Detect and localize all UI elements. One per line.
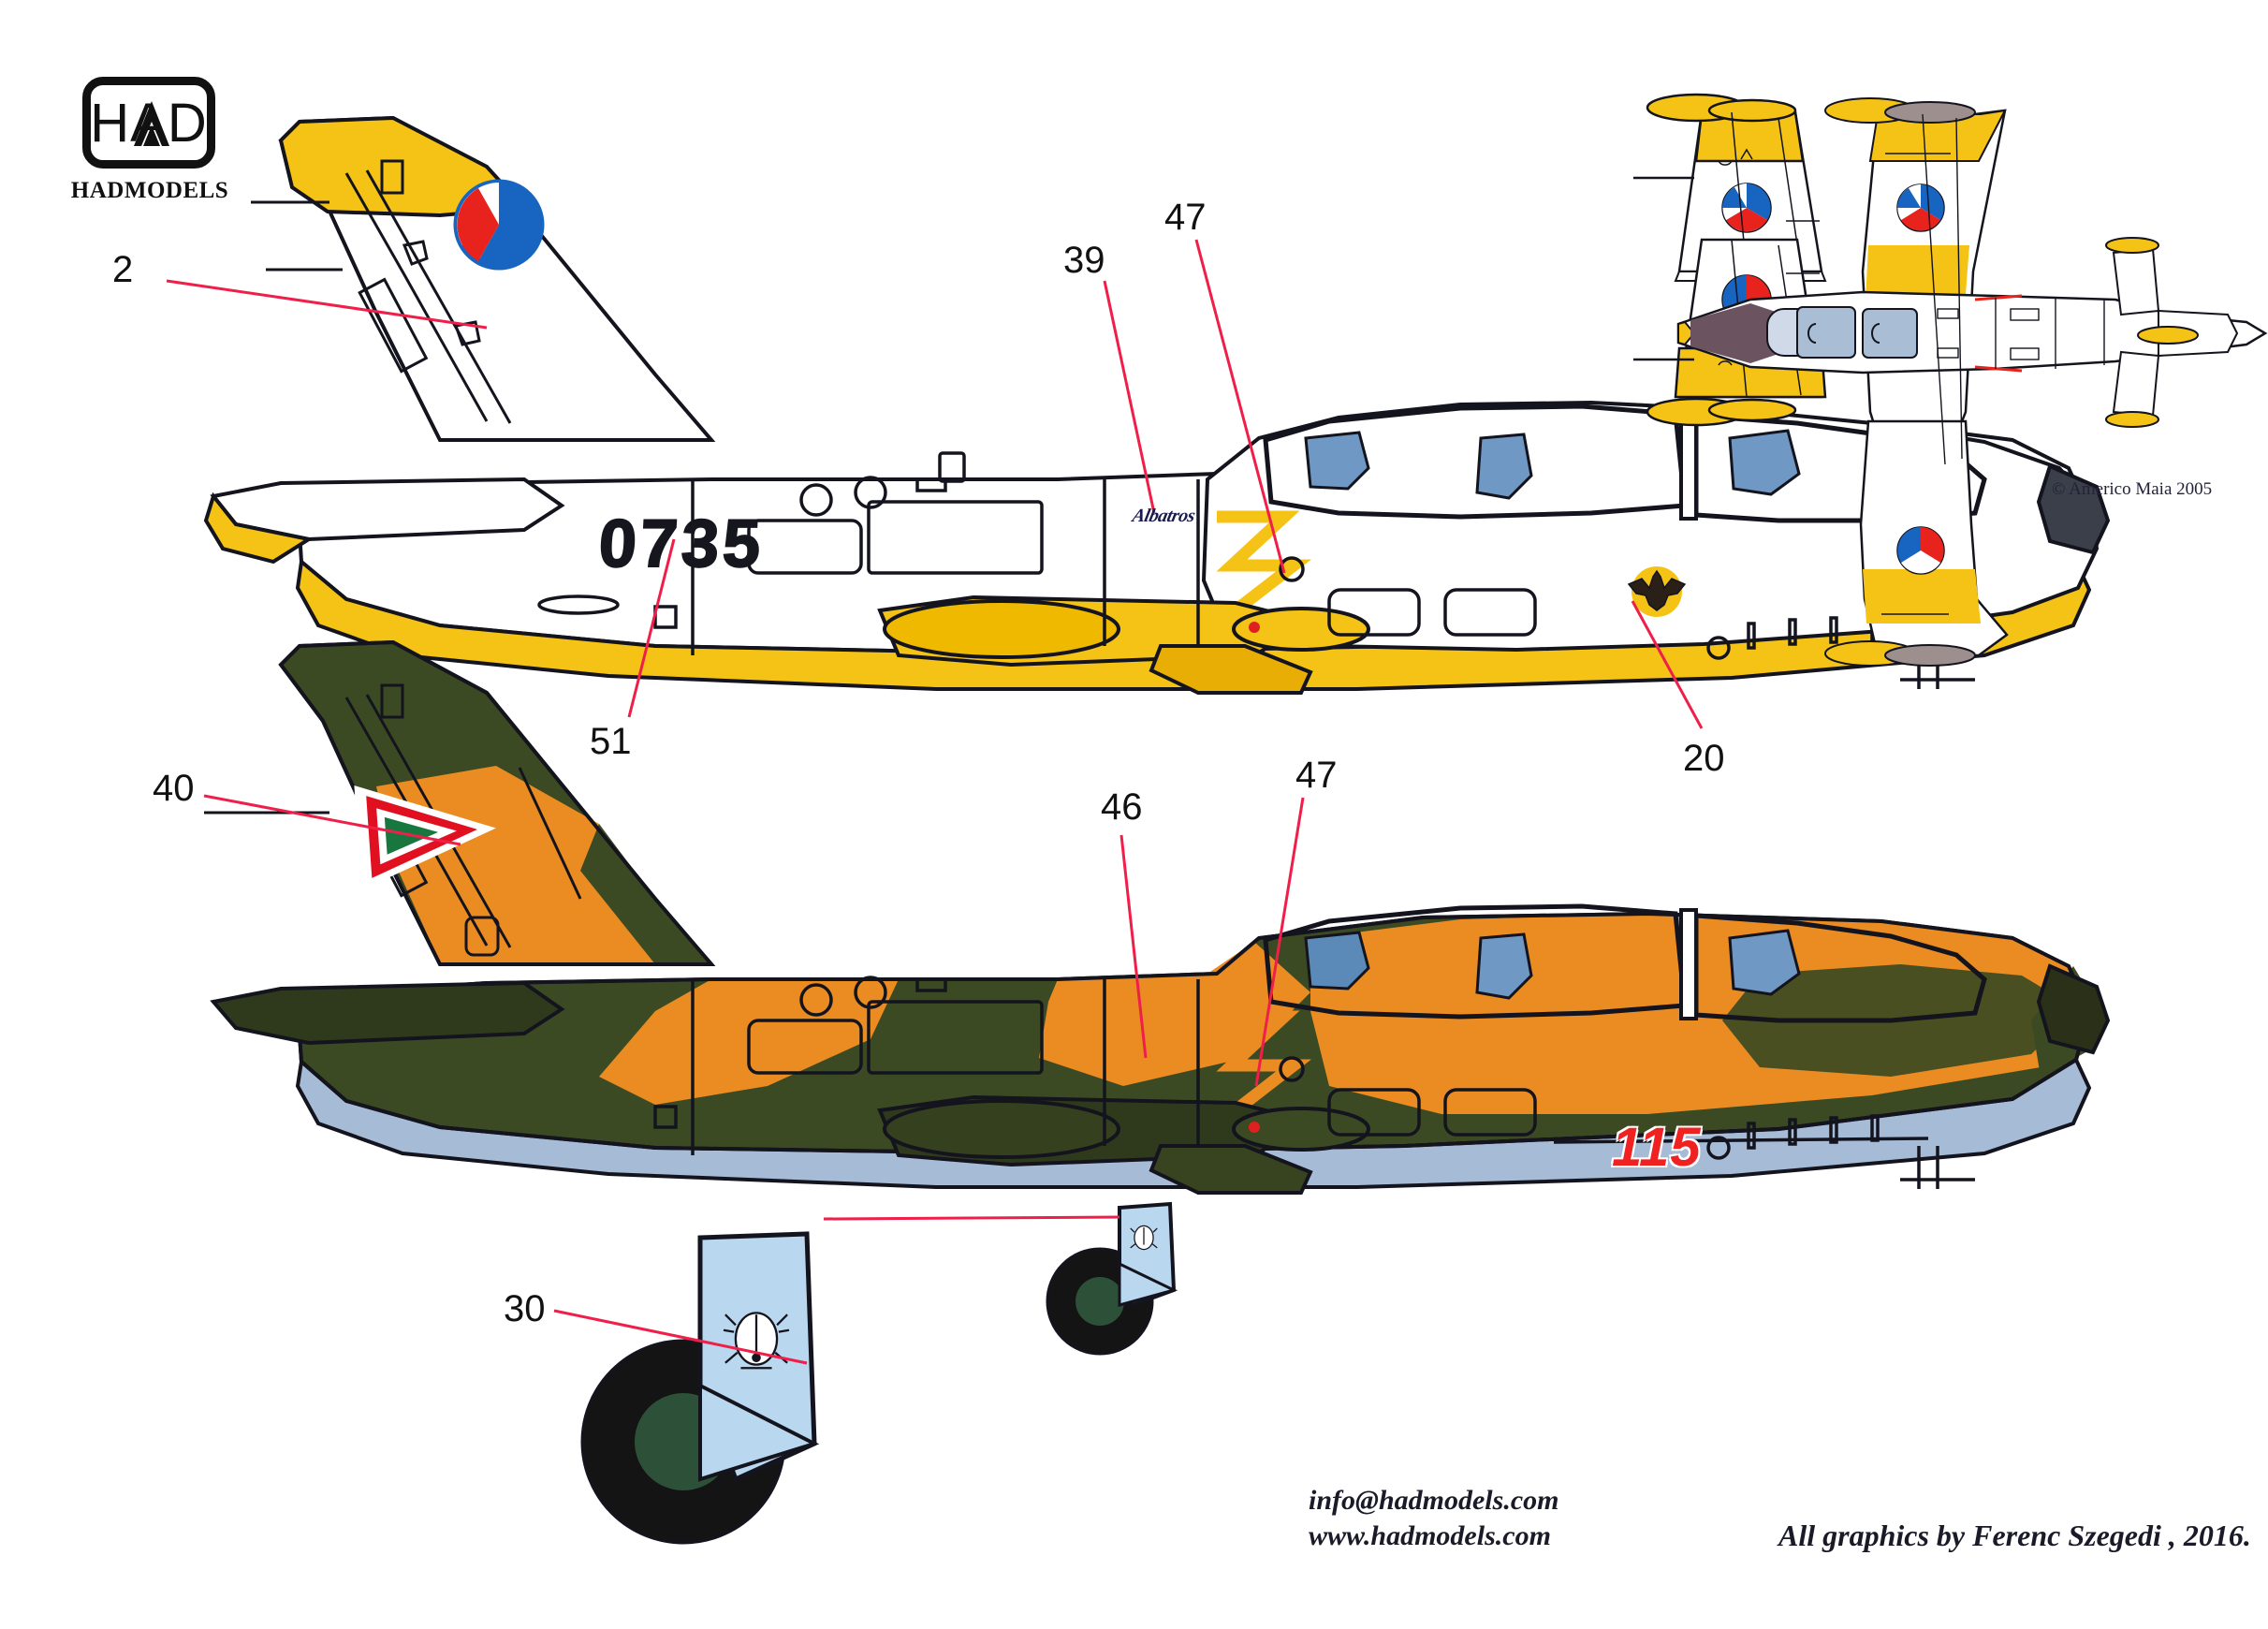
bottom-tail-camo-green-lower — [580, 824, 711, 964]
bottom-main-gear-inplace — [1046, 1201, 1178, 1356]
bottom-canopy-divider — [1679, 908, 1698, 1020]
callout-39: 39 — [1063, 240, 1105, 281]
czech-roundel-top-tail — [453, 179, 545, 271]
callout-40: 40 — [153, 768, 195, 809]
callout-46: 46 — [1101, 786, 1143, 828]
bottom-front-stick — [1475, 932, 1533, 1000]
contact-website[interactable]: www.hadmodels.com — [1309, 1520, 1551, 1551]
top-tail-shadow — [309, 506, 655, 599]
bottom-horizontal-tailplane — [210, 980, 565, 1046]
bottom-vertical-tail-outline — [278, 639, 716, 966]
top-nose-tip — [2036, 463, 2111, 555]
top-tailplane-tip — [203, 492, 315, 565]
bottom-panel-details — [653, 976, 1975, 1189]
bottom-tail-shadow — [309, 1009, 655, 1103]
callout-51: 51 — [590, 721, 632, 762]
bottom-rear-seat — [1728, 929, 1801, 996]
graphics-credit: All graphics by Ferenc Szegedi , 2016. — [1778, 1519, 2251, 1552]
hadmodels-logo-icon: HAD — [82, 77, 215, 169]
serial-number-bottom-aircraft: 115 — [1612, 1117, 1702, 1178]
callout-20: 20 — [1683, 738, 1725, 779]
bottom-wingtip-tank — [1232, 1107, 1370, 1152]
brand-name: HADMODELS — [70, 178, 229, 203]
aircraft-bottom-profile — [204, 639, 2111, 1545]
callout-30: 30 — [504, 1288, 546, 1329]
bottom-nose-tip — [2036, 963, 2111, 1055]
top-rear-seat — [1728, 429, 1801, 496]
callout-47-top: 47 — [1164, 197, 1207, 238]
bottom-underfuselage-shape — [1149, 1144, 1313, 1195]
scrap-tail-upper-left — [1633, 93, 1827, 282]
americo-maia-copyright: © Americo Maia 2005 — [2052, 479, 2213, 499]
albatros-script-marking: Albatros — [1130, 506, 1197, 526]
top-belly-fairing — [883, 599, 1120, 659]
logo-triangle-icon — [134, 101, 169, 146]
bottom-front-seat — [1304, 931, 1370, 991]
top-canopy-divider — [1679, 408, 1698, 521]
top-lower-panel-details — [537, 556, 1975, 689]
plan-view-top-bottom — [1676, 97, 2268, 667]
plan-and-scrap-views — [1633, 93, 2268, 667]
top-underfuselage-shape — [1149, 644, 1313, 695]
bottom-belly-fairing — [883, 1099, 1120, 1159]
top-wingtip-tank — [1232, 607, 1370, 652]
contact-email[interactable]: info@hadmodels.com — [1309, 1485, 1559, 1516]
callout-47-bottom: 47 — [1295, 755, 1338, 796]
callout-2: 2 — [112, 249, 134, 290]
nose-gear-door-detail-view — [580, 1231, 820, 1545]
aircraft-top-profile — [203, 115, 2111, 695]
bottom-nav-light — [1249, 1122, 1260, 1133]
top-front-stick — [1475, 433, 1533, 500]
serial-number-top-aircraft: 0735 — [596, 506, 767, 582]
top-front-seat — [1304, 431, 1370, 491]
top-nav-light — [1249, 622, 1260, 633]
